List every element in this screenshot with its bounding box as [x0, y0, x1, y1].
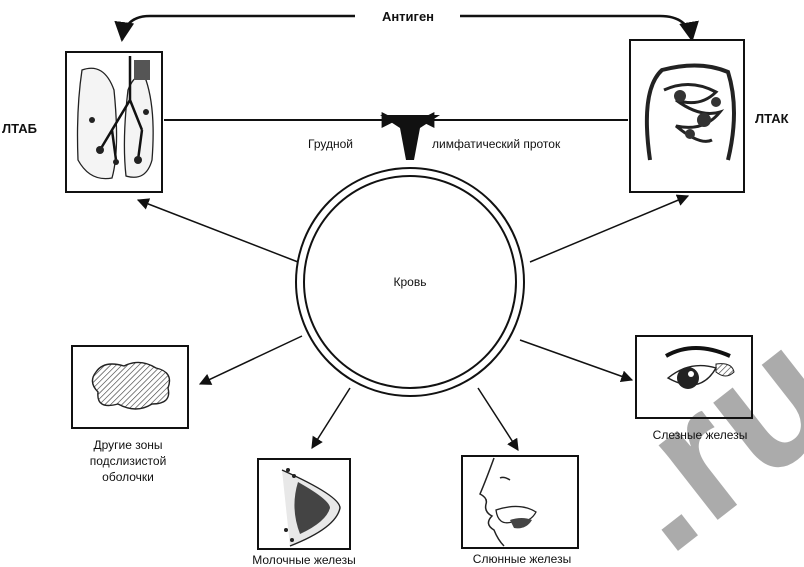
mammary-label: Молочные железы: [252, 553, 355, 567]
lung-panel: [66, 52, 162, 192]
other-zones-label-line3: оболочки: [102, 470, 154, 484]
mucosa-panel: [72, 346, 188, 428]
mammary-panel: [258, 459, 350, 549]
watermark: .ru: [569, 289, 804, 567]
mucosa-icon: [92, 362, 169, 409]
salivary-panel: [462, 456, 578, 548]
salivary-label: Слюнные железы: [473, 552, 571, 566]
duct-label-left: Грудной: [308, 137, 353, 151]
antigen-label: Антиген: [382, 9, 434, 24]
other-zones-label-line2: подслизистой: [90, 454, 167, 468]
ltab-label: ЛТАБ: [2, 121, 37, 136]
other-zones-label-line1: Другие зоны: [93, 438, 162, 452]
intestine-panel: [630, 40, 744, 192]
blood-label: Кровь: [394, 275, 427, 289]
duct-label-right: лимфатический проток: [432, 137, 561, 151]
ltak-label: ЛТАК: [755, 111, 789, 126]
